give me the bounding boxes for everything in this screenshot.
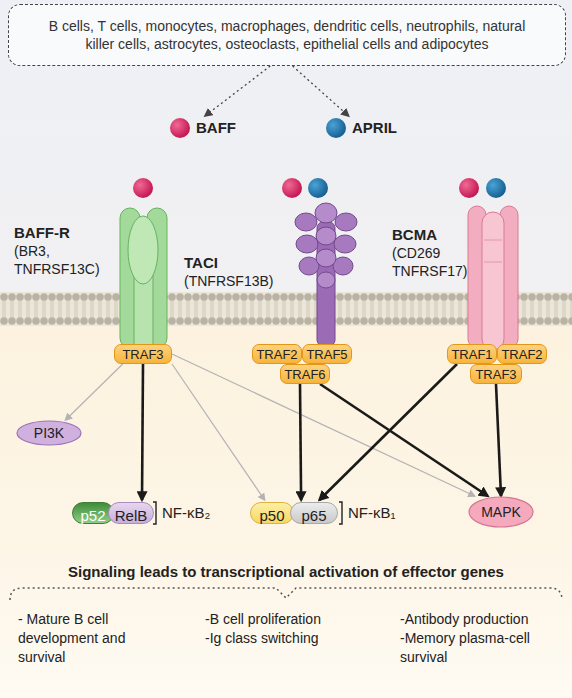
ellipse-shape	[469, 497, 533, 527]
bcma-receptor-band	[484, 262, 502, 263]
bcma-receptor-chain	[482, 212, 504, 350]
taci-receptor-lobe	[316, 249, 336, 267]
taci-receptor-lobe	[316, 227, 336, 245]
ligand-circle	[170, 118, 190, 138]
traf-adaptor: TRAF3	[470, 364, 522, 384]
cell-source-box: B cells, T cells, monocytes, macrophages…	[8, 4, 566, 66]
subunit-pill: p50	[250, 502, 294, 524]
signal-arrow	[319, 364, 457, 500]
ellipse-shape	[17, 421, 81, 445]
nfkb-complex: NF-κB₁p50p65	[248, 500, 414, 526]
node-text: NF-κB₂	[162, 500, 210, 526]
signal-arrow	[172, 354, 475, 496]
signal-arrow	[172, 364, 265, 500]
traf-adaptor: TRAF2	[252, 344, 302, 364]
traf-adaptor: TRAF2	[497, 344, 547, 364]
taci-receptor-lobe	[335, 213, 357, 231]
node-text: p65	[301, 503, 326, 529]
secretion-arrow	[293, 66, 349, 116]
node-text: BCMA	[392, 226, 480, 244]
node-text: PI3K	[34, 425, 64, 441]
node-text: TRAF5	[306, 347, 347, 362]
taci-receptor-lobe	[334, 235, 356, 253]
taci-receptor-lobe	[296, 235, 318, 253]
receptor-label: TACI(TNFRSF13B)	[184, 254, 288, 302]
secretion-arrow	[205, 66, 270, 116]
node-text: TACI	[184, 254, 288, 272]
signal-arrow	[66, 364, 123, 420]
node-text: (BR3, TNFRSF13C)	[14, 242, 110, 278]
taci-receptor-lobe	[295, 213, 317, 231]
node-text: p50	[259, 503, 284, 529]
baff-ligand-icon	[459, 178, 479, 198]
april-ligand-icon	[486, 178, 506, 198]
node-text: TRAF2	[256, 347, 297, 362]
node-text: TRAF1	[451, 347, 492, 362]
node-text: TRAF3	[475, 367, 516, 382]
subunit-pill: p65	[290, 502, 338, 524]
baffr-receptor-domain	[128, 216, 158, 284]
node-text: BAFF-R	[14, 224, 110, 242]
node-text: TRAF3	[122, 347, 163, 362]
signal-arrow	[142, 364, 143, 500]
traf-adaptor: TRAF5	[302, 344, 352, 364]
subunit-pill: RelB	[108, 502, 154, 524]
ligand-circle	[326, 118, 346, 138]
node-text: p52	[80, 503, 105, 529]
node-text: NF-κB₁	[348, 500, 396, 526]
traf-adaptor: TRAF6	[280, 364, 330, 384]
receptor-label: BAFF-R(BR3, TNFRSF13C)	[14, 224, 110, 296]
taci-receptor-lobe	[317, 272, 335, 288]
ligand-outline	[324, 116, 348, 140]
node-text: TRAF6	[284, 367, 325, 382]
node-text: MAPK	[481, 504, 521, 520]
effector-bracket	[10, 588, 562, 600]
effector-text: -Antibody production	[400, 610, 565, 629]
ligand-node: BAFF	[168, 116, 242, 140]
effector-text: -Memory plasma-cell survival	[400, 629, 565, 667]
taci-receptor-lobe	[315, 203, 337, 223]
node-text: APRIL	[352, 116, 397, 140]
ligand-outline	[168, 116, 192, 140]
pathway-node: MAPK	[468, 496, 534, 528]
effector-text: -Ig class switching	[205, 629, 385, 648]
node-text: (TNFRSF13B)	[184, 272, 288, 290]
traf-adaptor: TRAF1	[447, 344, 497, 364]
taci-receptor-stem	[317, 222, 335, 346]
effector-text: -B cell proliferation	[205, 610, 385, 629]
effector-text: - Mature B cell development and survival	[18, 610, 143, 667]
pathway-node: PI3K	[16, 420, 82, 446]
bracket-line	[339, 502, 342, 524]
node-text: RelB	[115, 503, 148, 529]
signal-arrow	[496, 384, 501, 496]
node-text: B cells, T cells, monocytes, macrophages…	[37, 17, 537, 53]
signal-arrow	[300, 384, 301, 500]
april-ligand-icon	[308, 178, 328, 198]
nfkb-complex: NF-κB₂p52RelB	[68, 500, 216, 526]
baff-ligand-icon	[133, 178, 153, 198]
ligand-node: APRIL	[324, 116, 406, 140]
node-text: TRAF2	[501, 347, 542, 362]
traf-adaptor: TRAF3	[114, 344, 172, 364]
receptor-label: BCMA(CD269 TNFRSF17)	[392, 226, 480, 298]
section-heading: Signaling leads to transcriptional activ…	[0, 562, 572, 581]
node-text: BAFF	[196, 116, 236, 140]
baff-ligand-icon	[282, 178, 302, 198]
signal-arrow	[320, 384, 488, 496]
node-text: (CD269 TNFRSF17)	[392, 244, 480, 280]
bcma-receptor-band	[484, 240, 502, 241]
